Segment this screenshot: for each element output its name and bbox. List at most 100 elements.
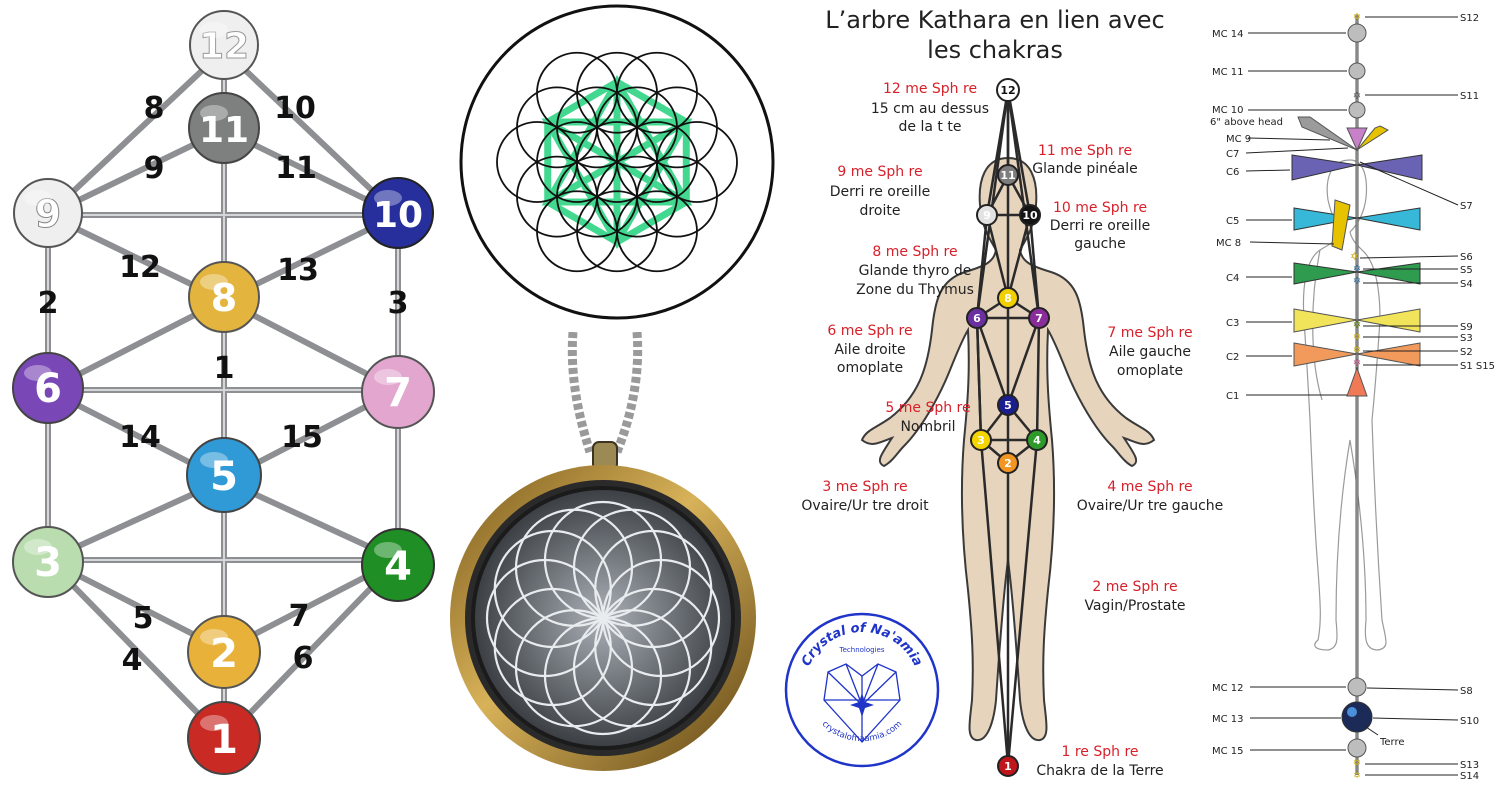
kathara-subtitle: les chakras (927, 36, 1063, 64)
svg-text:Zone du Thymus: Zone du Thymus (856, 282, 974, 298)
label-sphere-2: 2 me Sph re Vagin/Prostate (1084, 579, 1185, 614)
svg-text:10 me Sph re: 10 me Sph re (1053, 200, 1147, 216)
figure-label-right: S8 (1460, 686, 1473, 697)
svg-text:Aile droite: Aile droite (834, 342, 905, 358)
path-label: 8 (144, 91, 165, 126)
svg-text:✡: ✡ (1353, 771, 1361, 781)
svg-text:1: 1 (1004, 760, 1012, 773)
figure-label-left: C6 (1226, 167, 1239, 178)
figure-label-left: MC 8 (1216, 238, 1241, 249)
svg-text:✡: ✡ (1353, 345, 1361, 356)
svg-text:Glande pinéale: Glande pinéale (1032, 161, 1138, 177)
label-sphere-9: 9 me Sph re Derri re oreille droite (830, 164, 930, 219)
kathara-sphere-9: 9 (976, 204, 998, 226)
svg-text:✡: ✡ (1353, 276, 1361, 287)
rosette-circle (572, 508, 692, 627)
svg-text:10: 10 (373, 195, 423, 236)
figure-label-right: S7 (1460, 201, 1473, 212)
svg-text:5: 5 (210, 454, 238, 500)
label-sphere-11: 11 me Sph re Glande pinéale (1032, 143, 1138, 177)
path-label: 3 (388, 286, 409, 321)
svg-text:✡: ✡ (1353, 758, 1361, 769)
figure-label-left: C4 (1226, 273, 1239, 284)
svg-text:5: 5 (1004, 399, 1012, 412)
sphere-5: 5 (186, 437, 262, 513)
tree-of-life-diagram: 1 2 3 4 5 6 7 8 9 10 11 12 13 14 15 12 1… (12, 10, 435, 775)
svg-text:✡: ✡ (1353, 320, 1361, 331)
kathara-sphere-1: 1 (997, 755, 1019, 777)
svg-text:✡: ✡ (1350, 250, 1359, 263)
kathara-body-diagram: L’arbre Kathara en lien avec les chakras (784, 6, 1224, 779)
mc-spheres: ✡ ✡ ✡ ✡ (1341, 12, 1373, 781)
figure-label-right: S6 (1460, 252, 1473, 263)
figure-label-left: C5 (1226, 216, 1239, 227)
sphere-11: 11 (188, 92, 260, 164)
svg-text:11: 11 (1000, 169, 1015, 182)
chakra-figure-diagram: ✡ ✡ ✡ ✡ ✡ ✡ ✡ ✡ ✡ ✡ ✡ (1210, 12, 1495, 782)
kathara-sphere-8: 8 (997, 287, 1019, 309)
kathara-sphere-6: 6 (966, 307, 988, 329)
svg-text:12: 12 (199, 26, 249, 67)
path-label: 12 (119, 250, 161, 285)
figure-label-left: 6" above head (1210, 117, 1283, 128)
path-label: 13 (277, 253, 319, 288)
path-label: 14 (119, 420, 161, 455)
svg-text:Derri re oreille: Derri re oreille (1050, 218, 1150, 234)
svg-text:4 me Sph re: 4 me Sph re (1107, 479, 1192, 495)
svg-text:Derri re oreille: Derri re oreille (830, 184, 930, 200)
svg-text:Ovaire/Ur tre gauche: Ovaire/Ur tre gauche (1077, 498, 1224, 514)
kathara-sphere-11: 11 (997, 164, 1019, 186)
label-sphere-3: 3 me Sph re Ovaire/Ur tre droit (801, 479, 929, 514)
figure-label-right: S14 (1460, 771, 1479, 782)
svg-text:✡: ✡ (1353, 332, 1361, 343)
svg-text:Aile gauche: Aile gauche (1109, 344, 1191, 360)
figure-label-right: S3 (1460, 333, 1473, 344)
svg-text:5 me Sph re: 5 me Sph re (885, 400, 970, 416)
svg-text:gauche: gauche (1074, 236, 1126, 252)
sphere-9: 9 (13, 178, 83, 248)
svg-text:12: 12 (1000, 84, 1015, 97)
label-sphere-1: 1 re Sph re Chakra de la Terre (1036, 744, 1163, 779)
figure-label-left: C2 (1226, 352, 1239, 363)
svg-text:11 me Sph re: 11 me Sph re (1038, 143, 1132, 159)
label-sphere-5: 5 me Sph re Nombril (885, 400, 970, 435)
path-label: 5 (133, 601, 154, 636)
kathara-sphere-3: 3 (970, 429, 992, 451)
kathara-sphere-7: 7 (1028, 307, 1050, 329)
figure-label-left: C1 (1226, 391, 1239, 402)
svg-text:7 me Sph re: 7 me Sph re (1107, 325, 1192, 341)
rosette-circle (594, 529, 713, 649)
figure-outline (1302, 159, 1387, 651)
sphere-4: 4 (361, 528, 435, 602)
figure-label-left: MC 15 (1212, 746, 1244, 757)
path-label: 15 (281, 420, 323, 455)
svg-text:8: 8 (211, 276, 237, 320)
svg-text:de la t te: de la t te (899, 119, 962, 135)
sphere-2: 2 (187, 615, 261, 689)
svg-text:8 me Sph re: 8 me Sph re (872, 244, 957, 260)
svg-text:9: 9 (983, 209, 991, 222)
svg-text:Technologies: Technologies (839, 646, 885, 654)
label-pointers (1245, 16, 1459, 776)
kathara-sphere-12: 12 (996, 78, 1020, 102)
svg-text:✡: ✡ (1353, 358, 1361, 369)
path-label: 10 (274, 91, 316, 126)
svg-text:11: 11 (199, 110, 249, 151)
svg-text:3 me Sph re: 3 me Sph re (822, 479, 907, 495)
figure-label-right: S5 (1460, 265, 1473, 276)
sphere-7: 7 (361, 355, 435, 429)
kathara-sphere-4: 4 (1026, 429, 1048, 451)
figure-label-left: MC 9 (1226, 134, 1251, 145)
figure-label-left: C7 (1226, 149, 1239, 160)
label-sphere-7: 7 me Sph re Aile gauche omoplate (1107, 325, 1192, 379)
path-label: 2 (38, 286, 59, 321)
sphere-1: 1 (187, 701, 261, 775)
svg-text:6: 6 (34, 366, 62, 412)
figure-label-right: S12 (1460, 13, 1479, 24)
path-label: 7 (289, 599, 310, 634)
kathara-title: L’arbre Kathara en lien avec (825, 6, 1165, 34)
figure-label-right: Terre (1379, 737, 1405, 748)
svg-text:Vagin/Prostate: Vagin/Prostate (1084, 598, 1185, 614)
figure-label-right: S11 (1460, 91, 1479, 102)
svg-text:✡: ✡ (1353, 12, 1361, 23)
